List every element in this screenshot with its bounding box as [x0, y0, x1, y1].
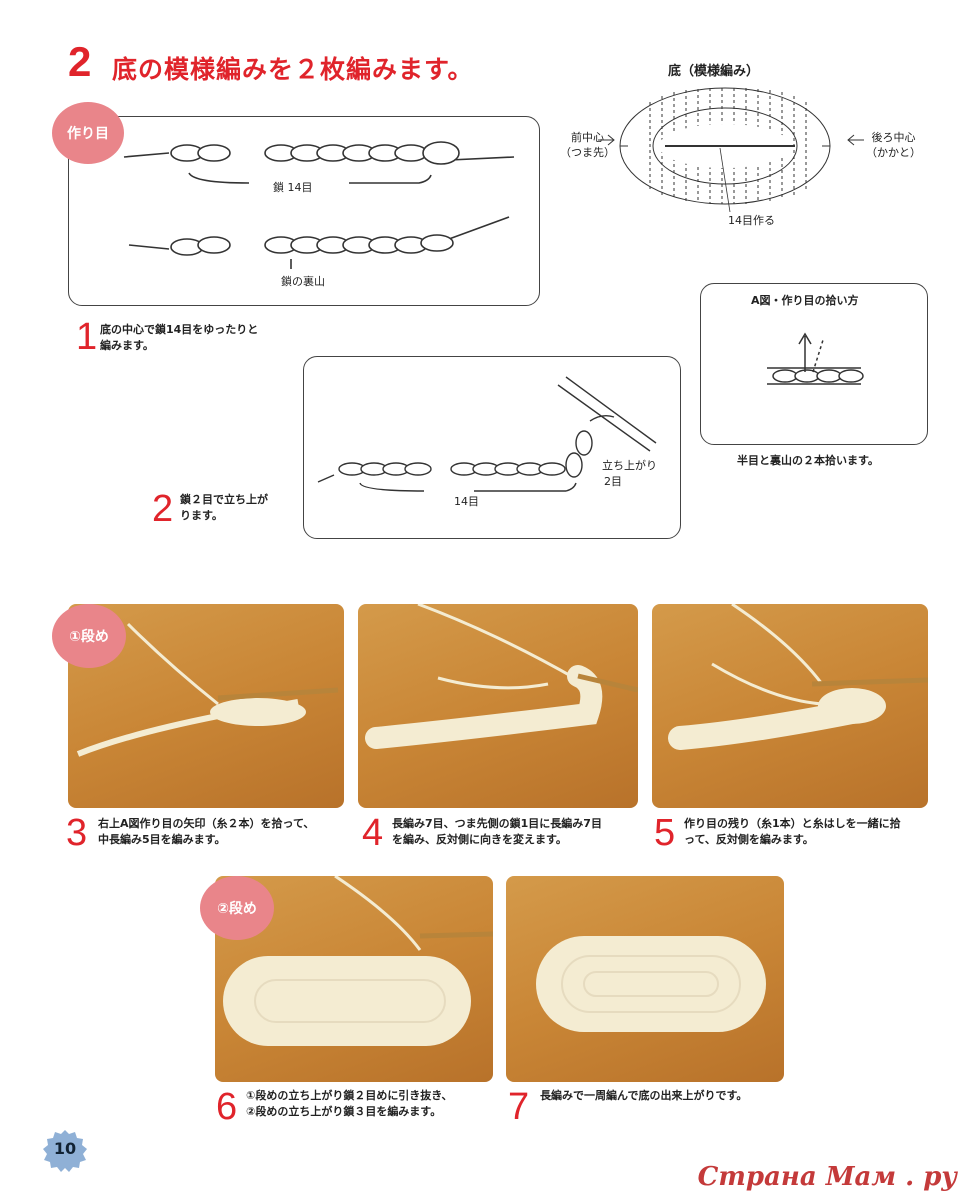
step-1-text: 底の中心で鎖14目をゆったりと 編みます。	[100, 322, 258, 354]
figure-a-title: A図・作り目の拾い方	[751, 294, 859, 307]
section-number: 2	[68, 38, 92, 85]
front-center-line1: 前中心	[571, 131, 604, 144]
step-6-number: 6	[216, 1086, 238, 1128]
crochet-photo-5	[668, 604, 928, 750]
front-center-label: 前中心 （つま先）	[560, 130, 615, 160]
step-1-number: 1	[76, 316, 98, 358]
back-bump-label: 鎖の裏山	[281, 275, 325, 288]
step-3-line1: 右上A図作り目の矢印（糸２本）を拾って、	[98, 817, 315, 830]
foundation-badge: 作り目	[52, 102, 124, 164]
step-2-line2: ります。	[180, 509, 223, 522]
step-7-number: 7	[508, 1086, 530, 1128]
step-2-text: 鎖２目で立ち上が ります。	[180, 492, 268, 524]
turning-chain-count: 2目	[604, 475, 622, 488]
step-2-panel: 立ち上がり 2目 14目	[303, 356, 681, 539]
chain-note: 14目作る	[728, 214, 775, 227]
step-2-number: 2	[152, 488, 174, 530]
crochet-photo-7	[536, 936, 766, 1032]
step-6-text: ①段めの立ち上がり鎖２目めに引き抜き、 ②段めの立ち上がり鎖３目を編みます。	[246, 1088, 453, 1120]
foundation-panel: 鎖 14目 鎖の裏山	[68, 116, 540, 306]
chain-illustration	[123, 141, 515, 269]
photo-step-4	[358, 604, 638, 808]
chain-14-label: 14目	[454, 495, 479, 508]
photo-step-5	[652, 604, 928, 808]
round-2-badge: ②段め	[200, 876, 274, 940]
step-3-text: 右上A図作り目の矢印（糸２本）を拾って、 中長編み5目を編みます。	[98, 816, 314, 848]
step-4-text: 長編み7目、つま先側の鎖1目に長編み7目 を編み、反対側に向きを変えます。	[392, 816, 602, 848]
step-7-text: 長編みで一周編んで底の出来上がりです。	[540, 1088, 747, 1104]
step-3-line2: 中長編み5目を編みます。	[98, 833, 226, 846]
page-number-badge-icon	[43, 1130, 87, 1172]
page-number: 10	[53, 1139, 77, 1158]
step-7-line1: 長編みで一周編んで底の出来上がりです。	[540, 1089, 748, 1102]
arrow-right-icon	[598, 134, 615, 146]
diagram-title: 底（模様編み）	[668, 64, 760, 79]
step-5-line2: って、反対側を編みます。	[684, 833, 814, 846]
photo-step-6	[215, 876, 493, 1082]
back-center-line2: （かかと）	[866, 146, 921, 159]
step-5-number: 5	[654, 812, 676, 854]
step-4-line1: 長編み7目、つま先側の鎖1目に長編み7目	[392, 817, 602, 830]
step-1-line2: 編みます。	[100, 339, 154, 352]
turning-chain-label: 立ち上がり	[602, 459, 657, 472]
photo-step-7	[506, 876, 784, 1082]
back-center-label: 後ろ中心 （かかと）	[866, 130, 921, 160]
crochet-photo-4	[365, 604, 638, 749]
watermark: Страна Мам . ру	[697, 1162, 957, 1192]
step-6-line2: ②段めの立ち上がり鎖３目を編みます。	[246, 1105, 442, 1118]
turning-chain-illustration	[317, 376, 657, 492]
section-title: 底の模様編みを２枚編みます。	[112, 55, 474, 84]
round-1-badge: ①段め	[52, 604, 126, 668]
sole-stitch-diagram	[619, 87, 831, 212]
step-6-line1: ①段めの立ち上がり鎖２目めに引き抜き、	[246, 1089, 453, 1102]
front-center-line2: （つま先）	[560, 146, 615, 159]
step-1-line1: 底の中心で鎖14目をゆったりと	[100, 323, 259, 336]
step-4-number: 4	[362, 812, 384, 854]
step-5-text: 作り目の残り（糸1本）と糸はしを一緒に拾 って、反対側を編みます。	[684, 816, 901, 848]
back-center-line1: 後ろ中心	[871, 131, 916, 144]
step-5-line1: 作り目の残り（糸1本）と糸はしを一緒に拾	[684, 817, 901, 830]
pickup-illustration	[767, 332, 864, 385]
step-4-line2: を編み、反対側に向きを変えます。	[392, 833, 567, 846]
figure-a-caption: 半目と裏山の２本拾います。	[737, 454, 879, 467]
crochet-photo-3	[76, 622, 339, 757]
figure-a-panel: A図・作り目の拾い方	[700, 283, 928, 445]
chain-count-label: 鎖 14目	[273, 181, 313, 194]
crochet-photo-6	[223, 876, 493, 1046]
arrow-left-icon	[847, 134, 864, 146]
step-3-number: 3	[66, 812, 88, 854]
step-2-line1: 鎖２目で立ち上が	[180, 493, 268, 506]
